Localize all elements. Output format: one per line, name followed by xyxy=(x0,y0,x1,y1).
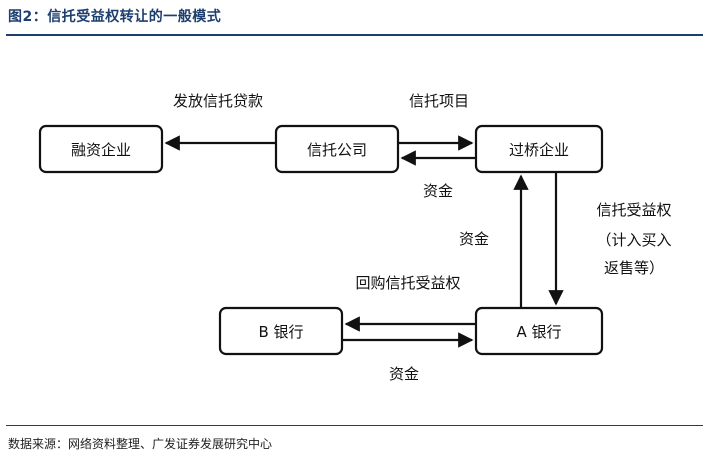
figure-title: 图2：信托受益权转让的一般模式 xyxy=(8,9,222,25)
source-note: 数据来源：网络资料整理、广发证券发展研究中心 xyxy=(8,437,273,451)
bottom-divider xyxy=(6,425,703,426)
node-bank-b: B 银行 xyxy=(218,306,344,356)
node-bank-b-label: B 银行 xyxy=(258,323,303,341)
node-bridge-enterprise: 过桥企业 xyxy=(474,124,604,174)
node-bank-a: A 银行 xyxy=(474,306,604,356)
label-rights-note-1: （计入买入 xyxy=(596,231,671,249)
node-trust-label: 信托公司 xyxy=(307,141,367,159)
label-trust-project: 信托项目 xyxy=(409,92,469,110)
node-bridge-label: 过桥企业 xyxy=(509,141,569,159)
top-divider xyxy=(6,34,703,36)
label-issue-trust-loan: 发放信托贷款 xyxy=(173,92,263,110)
node-financing-label: 融资企业 xyxy=(71,141,131,159)
label-funds-bottom: 资金 xyxy=(389,365,419,383)
label-rights-note-2: 返售等） xyxy=(604,259,664,277)
node-trust-company: 信托公司 xyxy=(274,124,400,174)
node-bank-a-label: A 银行 xyxy=(516,323,561,341)
label-beneficial-rights: 信托受益权 xyxy=(596,201,671,219)
label-buyback-rights: 回购信托受益权 xyxy=(355,274,460,292)
label-funds-top: 资金 xyxy=(423,182,453,200)
node-financing-enterprise: 融资企业 xyxy=(38,124,164,174)
label-funds-middle: 资金 xyxy=(459,230,489,248)
